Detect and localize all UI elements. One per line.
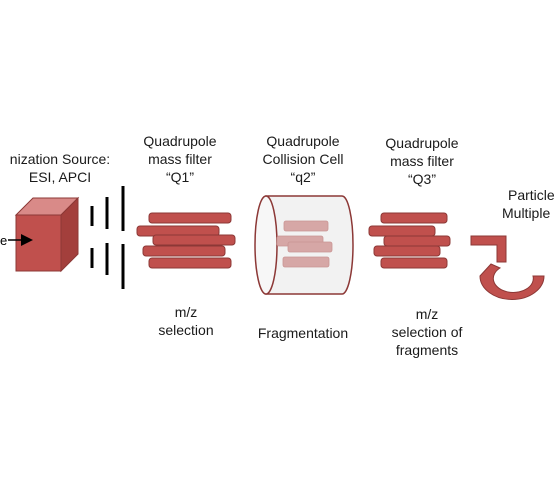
ion-entry-mark: e — [0, 233, 7, 248]
q1-label: Quadrupole mass filter “Q1” — [120, 132, 240, 186]
q3-bottom-label: m/z selection of fragments — [372, 305, 482, 359]
q3-label-line3: “Q3” — [408, 171, 436, 187]
q3-bottom-line3: fragments — [395, 342, 459, 358]
detector-label-line2: Multiple — [502, 205, 551, 221]
q3-label: Quadrupole mass filter “Q3” — [362, 134, 482, 188]
q1-label-line2: mass filter — [148, 151, 212, 167]
q3-label-line2: mass filter — [390, 153, 454, 169]
q2-bottom-label: Fragmentation — [243, 324, 363, 342]
q2-collision-cell — [254, 195, 354, 295]
q3-quadrupole-rods — [368, 212, 451, 269]
q3-label-line1: Quadrupole — [385, 135, 459, 151]
source-label-line2: ESI, APCI — [28, 169, 92, 185]
q3-bottom-line2: selection of — [391, 324, 463, 340]
source-label: nization Source: ESI, APCI — [0, 150, 121, 186]
source-label-line1: nization Source: — [9, 151, 111, 167]
particle-multiplier — [470, 235, 545, 300]
q1-quadrupole-rods — [136, 212, 236, 269]
ion-source-cube — [14, 196, 80, 273]
q3-bottom-line1: m/z — [415, 306, 439, 322]
detector-label: Particle Multiple — [500, 186, 560, 222]
detector-label-line1: Particle — [508, 187, 555, 203]
q1-label-line1: Quadrupole — [143, 133, 217, 149]
q2-label-line2: Collision Cell — [262, 151, 344, 167]
q2-bottom-line1: Fragmentation — [257, 325, 349, 341]
q2-label-line1: Quadrupole — [266, 133, 340, 149]
q1-bottom-line2: selection — [158, 322, 214, 338]
q2-label: Quadrupole Collision Cell “q2” — [243, 132, 363, 186]
q1-label-line3: “Q1” — [166, 169, 194, 185]
q1-bottom-line1: m/z — [174, 304, 198, 320]
ion-lenses — [90, 186, 125, 289]
q2-label-line3: “q2” — [290, 169, 316, 185]
q1-bottom-label: m/z selection — [136, 303, 236, 339]
q2-inner-rods — [276, 220, 333, 268]
